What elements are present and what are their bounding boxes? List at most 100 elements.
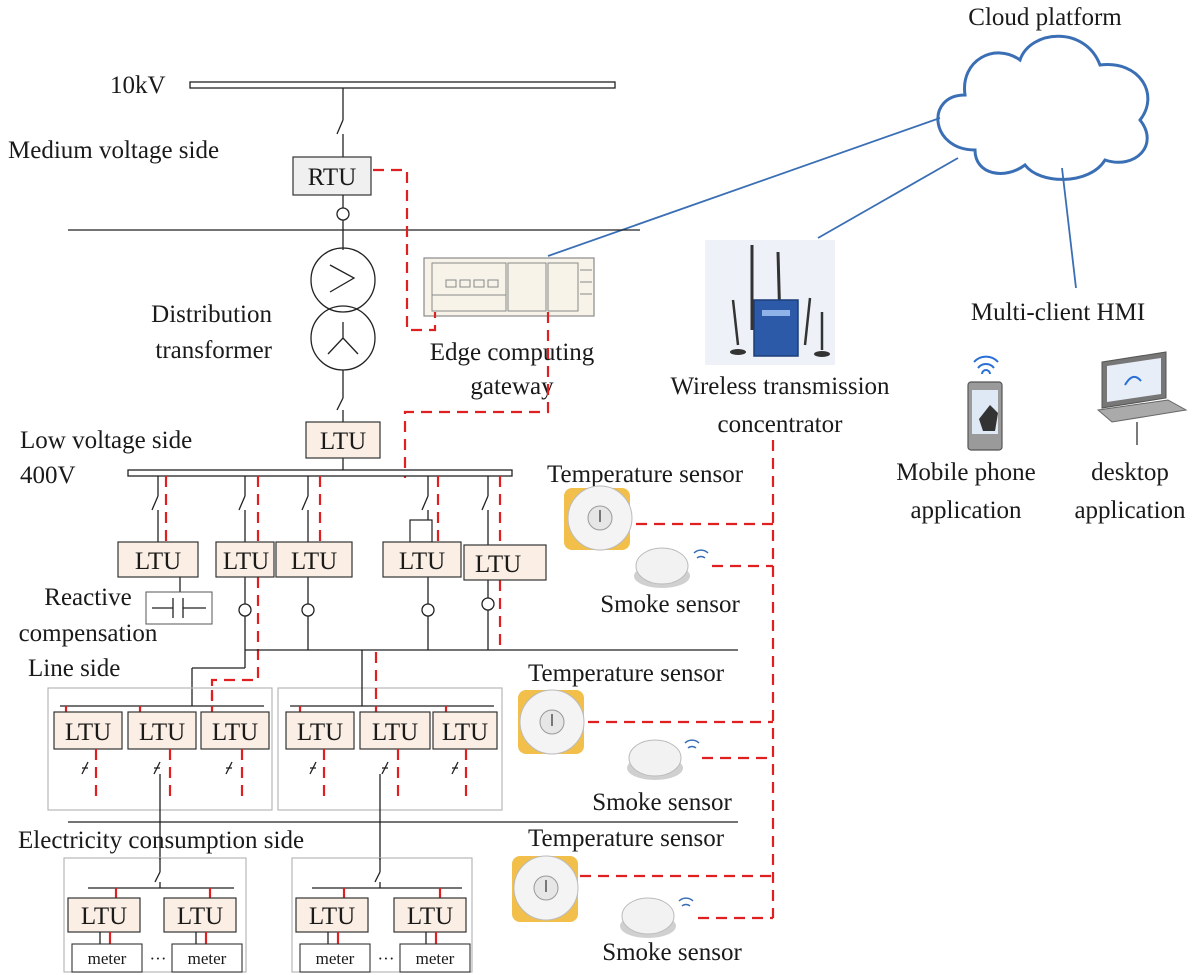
ltu-consumer-3 bbox=[295, 897, 369, 933]
concentrator-cloud-link bbox=[817, 157, 959, 239]
feeder-5 bbox=[481, 476, 502, 650]
temperature-sensor-icon bbox=[512, 855, 579, 922]
medium-voltage-side-label: Medium voltage side bbox=[8, 137, 219, 164]
wireless-concentrator-label-1: Wireless transmission bbox=[670, 373, 890, 400]
meter-3-label: meter bbox=[316, 949, 355, 968]
reactive-compensation-label-2: compensation bbox=[19, 620, 158, 647]
meter-ellipsis-1: ··· bbox=[150, 949, 167, 968]
transformer-icon bbox=[310, 247, 376, 371]
ltu-consumer-3-label: LTU bbox=[309, 903, 355, 930]
ltu-feeder-4 bbox=[382, 541, 462, 578]
low-voltage-side-label: Low voltage side bbox=[20, 427, 192, 454]
ltu-line-1-label: LTU bbox=[65, 719, 111, 746]
ltu-feeder-4-label: LTU bbox=[399, 548, 445, 575]
switch-icon bbox=[336, 119, 344, 157]
wireless-router-icon bbox=[705, 240, 835, 365]
ltu-consumer-4-label: LTU bbox=[407, 903, 453, 930]
smoke-sensor-icon bbox=[627, 739, 700, 780]
feeder-1 bbox=[151, 476, 181, 592]
laptop-icon bbox=[1096, 351, 1188, 445]
ltu-line-5 bbox=[359, 711, 431, 750]
meter-2 bbox=[171, 943, 243, 973]
cloud-icon bbox=[936, 34, 1150, 181]
ltu-feeder-5 bbox=[463, 544, 547, 581]
temperature-sensor-label-1: Temperature sensor bbox=[547, 461, 744, 488]
ltu-feeder-2 bbox=[215, 541, 275, 578]
gateway-lowvoltage-link bbox=[403, 312, 550, 478]
ltu-line-2-label: LTU bbox=[139, 719, 185, 746]
edge-gateway-label-2: gateway bbox=[470, 373, 554, 400]
switch-icon bbox=[81, 749, 244, 860]
ltu-line-2 bbox=[127, 711, 197, 750]
hmi-cloud-link bbox=[1061, 167, 1077, 289]
smoke-sensor-icon bbox=[620, 897, 694, 938]
line-group-right bbox=[277, 687, 503, 811]
ltu-line-4-label: LTU bbox=[297, 719, 343, 746]
ltu-line-6-label: LTU bbox=[442, 719, 488, 746]
mobile-app-label-1: Mobile phone bbox=[896, 459, 1036, 486]
switch-icon bbox=[309, 749, 468, 860]
ltu-feeder-5-label: LTU bbox=[475, 551, 521, 578]
distribution-transformer-label-2: transformer bbox=[155, 337, 272, 364]
ltu-consumer-1 bbox=[67, 897, 141, 933]
edge-gateway-icon bbox=[423, 257, 595, 317]
feeder-3 bbox=[301, 476, 322, 650]
mobile-phone-icon bbox=[967, 355, 1003, 451]
temperature-sensor-icon bbox=[564, 485, 633, 551]
bus-10kv-label: 10kV bbox=[110, 72, 166, 99]
ltu-line-4 bbox=[285, 711, 355, 750]
desktop-app-label-2: application bbox=[1074, 497, 1186, 524]
rtu-label: RTU bbox=[308, 164, 357, 191]
bus-400v bbox=[127, 469, 513, 477]
electricity-consumption-side-label: Electricity consumption side bbox=[18, 827, 304, 854]
meter-2-label: meter bbox=[188, 949, 227, 968]
smoke-sensor-label-1: Smoke sensor bbox=[600, 591, 740, 618]
feeder-2 bbox=[191, 476, 260, 700]
consumption-group-right bbox=[291, 857, 473, 973]
wireless-concentrator-label-2: concentrator bbox=[718, 411, 844, 438]
current-transformer-icon bbox=[336, 207, 350, 221]
gateway-cloud-link bbox=[547, 117, 941, 257]
smoke-sensor-label-3: Smoke sensor bbox=[602, 939, 742, 966]
meter-3 bbox=[299, 943, 371, 973]
edge-gateway-label-1: Edge computing bbox=[430, 339, 595, 366]
consumption-group-left bbox=[63, 857, 247, 973]
meter-4 bbox=[399, 943, 471, 973]
meter-ellipsis-2: ··· bbox=[378, 949, 395, 968]
capacitor-icon bbox=[145, 591, 213, 625]
meter-1 bbox=[71, 943, 143, 973]
temperature-sensor-label-2: Temperature sensor bbox=[528, 660, 725, 687]
ltu-feeder-1 bbox=[117, 541, 199, 578]
bus-10kv bbox=[189, 81, 616, 89]
ltu-line-3 bbox=[200, 711, 270, 750]
rtu-gateway-link bbox=[373, 168, 437, 332]
smoke-sensor-label-2: Smoke sensor bbox=[592, 789, 732, 816]
meter-4-label: meter bbox=[416, 949, 455, 968]
temperature-sensor-label-3: Temperature sensor bbox=[528, 825, 725, 852]
ltu-feeder-2-label: LTU bbox=[223, 548, 269, 575]
distribution-transformer-label-1: Distribution bbox=[151, 301, 272, 328]
bus-400v-label: 400V bbox=[20, 462, 76, 489]
ltu-feeder-1-label: LTU bbox=[135, 548, 181, 575]
reactive-compensation-label-1: Reactive bbox=[44, 584, 131, 611]
ltu-feeder-3-label: LTU bbox=[291, 548, 337, 575]
ltu-consumer-4 bbox=[393, 897, 467, 933]
switch-icon bbox=[336, 397, 344, 420]
mobile-app-label-2: application bbox=[910, 497, 1022, 524]
meter-1-label: meter bbox=[88, 949, 127, 968]
rtu-box bbox=[292, 156, 372, 196]
temperature-sensor-icon bbox=[518, 689, 585, 755]
ltu-line-1 bbox=[53, 711, 123, 750]
ltu-feeder-3 bbox=[275, 541, 353, 578]
ltu-main-label: LTU bbox=[320, 428, 366, 455]
line-side-label: Line side bbox=[28, 655, 120, 682]
ltu-line-3-label: LTU bbox=[212, 719, 258, 746]
smoke-sensor-icon bbox=[634, 547, 709, 588]
ltu-main bbox=[305, 421, 381, 459]
ltu-consumer-2-label: LTU bbox=[177, 903, 223, 930]
multi-client-hmi-label: Multi-client HMI bbox=[971, 299, 1145, 326]
ltu-line-5-label: LTU bbox=[372, 719, 418, 746]
ltu-consumer-2 bbox=[163, 897, 237, 933]
